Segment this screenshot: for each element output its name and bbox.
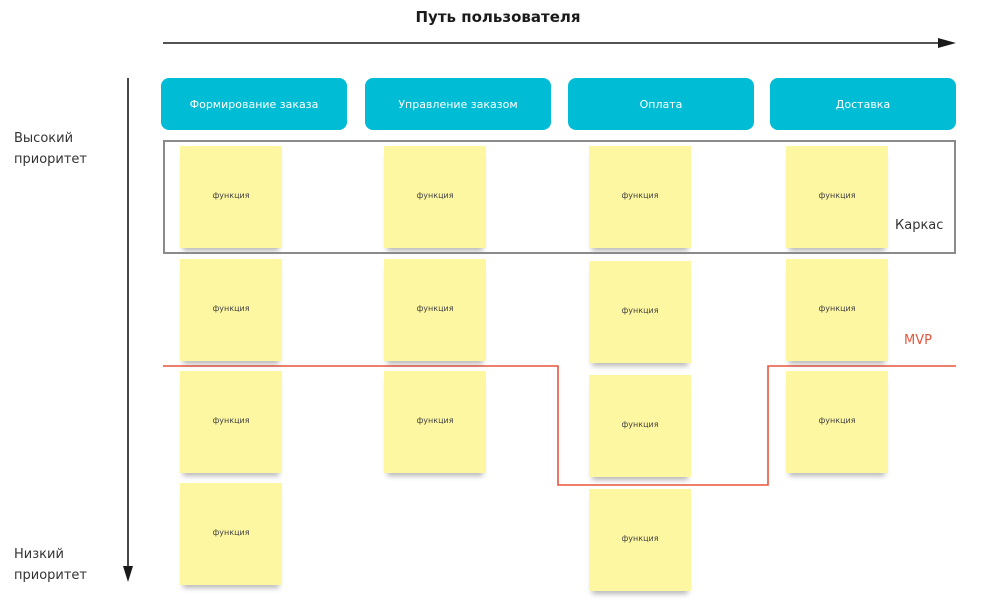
- feature-sticky[interactable]: функция: [786, 146, 888, 248]
- feature-sticky[interactable]: функция: [180, 259, 282, 361]
- mvp-label: MVP: [904, 333, 932, 348]
- feature-sticky[interactable]: функция: [180, 483, 282, 585]
- feature-sticky[interactable]: функция: [589, 489, 691, 591]
- skeleton-label: Каркас: [895, 218, 944, 233]
- priority-low-label: Низкий приоритет: [14, 547, 87, 583]
- mvp-line: [163, 365, 956, 486]
- feature-sticky[interactable]: функция: [589, 375, 691, 477]
- feature-sticky[interactable]: функция: [589, 146, 691, 248]
- feature-sticky[interactable]: функция: [180, 371, 282, 473]
- stage-header-order-management[interactable]: Управление заказом: [365, 78, 551, 130]
- feature-sticky[interactable]: функция: [786, 371, 888, 473]
- feature-sticky[interactable]: функция: [384, 259, 486, 361]
- skeleton-frame: [163, 140, 956, 254]
- priority-arrowhead: [123, 566, 133, 582]
- feature-sticky[interactable]: функция: [786, 259, 888, 361]
- journey-title: Путь пользователя: [415, 8, 581, 26]
- feature-sticky[interactable]: функция: [384, 146, 486, 248]
- feature-sticky[interactable]: функция: [384, 371, 486, 473]
- stage-header-payment[interactable]: Оплата: [568, 78, 754, 130]
- stage-header-delivery[interactable]: Доставка: [770, 78, 956, 130]
- feature-sticky[interactable]: функция: [180, 146, 282, 248]
- journey-arrowhead: [938, 38, 956, 48]
- stage-header-order-forming[interactable]: Формирование заказа: [161, 78, 347, 130]
- priority-high-label: Высокий приоритет: [14, 131, 87, 167]
- feature-sticky[interactable]: функция: [589, 261, 691, 363]
